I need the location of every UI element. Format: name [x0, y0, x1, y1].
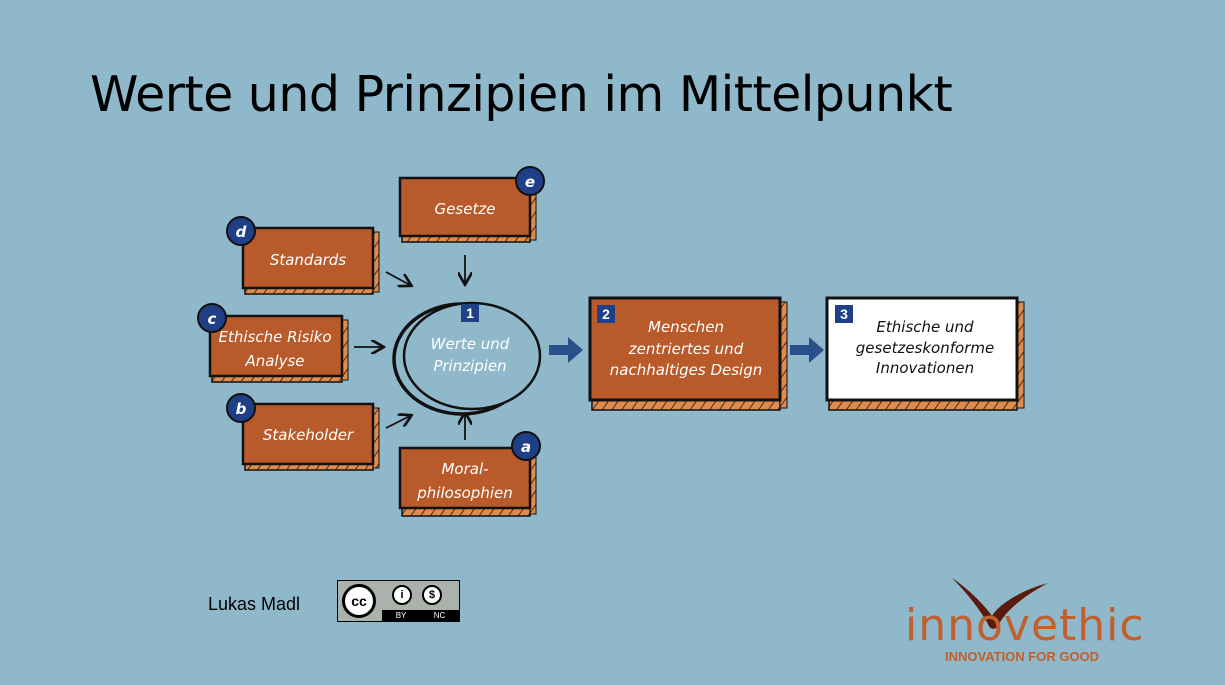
- noncommercial-icon: $: [422, 585, 442, 605]
- badge-b-text: b: [236, 400, 247, 418]
- logo-wordmark: innovethic: [905, 600, 1145, 651]
- step-2-box: 2 Menschen zentriertes und nachhaltiges …: [588, 296, 788, 411]
- label-philosophien: philosophien: [416, 484, 512, 502]
- center-values-principles: 1 Werte und Prinzipien: [392, 301, 542, 416]
- label-stakeholder: Stakeholder: [263, 426, 354, 444]
- cc-nc: NC: [433, 611, 446, 620]
- label-moral: Moral-: [441, 460, 488, 478]
- badge-d: [226, 216, 256, 246]
- label-werte-und: Werte und: [431, 335, 510, 353]
- flow-arrow-1-to-2: [549, 337, 583, 363]
- label-step2-line1: Menschen: [648, 318, 724, 336]
- author-name: Lukas Madl: [208, 594, 301, 614]
- badge-e-text: e: [525, 173, 535, 191]
- innovethic-logo: innovethic INNOVATION FOR GOOD: [900, 578, 1165, 668]
- badge-a-text: a: [521, 438, 531, 456]
- label-analyse: Analyse: [244, 352, 304, 370]
- label-standards: Standards: [270, 251, 347, 269]
- cc-icon: cc: [342, 584, 376, 618]
- number-1: 1: [466, 305, 474, 321]
- badge-d-text: d: [236, 223, 247, 241]
- input-box-standards: Standards d: [226, 216, 380, 295]
- cc-by: BY: [395, 611, 407, 620]
- input-box-moralphilosophien: Moral- philosophien a: [398, 431, 541, 517]
- number-badge-3: [835, 305, 853, 323]
- label-step2-line2: zentriertes und: [628, 340, 744, 358]
- badge-c: [197, 303, 227, 333]
- badge-e: [515, 166, 545, 196]
- flow-arrow-2-to-3: [790, 337, 824, 363]
- input-box-ethische-risiko-analyse: Ethische Risiko Analyse c: [197, 303, 349, 383]
- bird-icon: [952, 578, 1048, 629]
- label-step2-line3: nachhaltiges Design: [610, 361, 763, 379]
- label-step3-line2: gesetzeskonforme: [856, 339, 994, 357]
- slide-title: Werte und Prinzipien im Mittelpunkt: [90, 66, 953, 123]
- logo-tagline: INNOVATION FOR GOOD: [945, 649, 1100, 664]
- label-step3-line3: Innovationen: [876, 359, 974, 377]
- cc-license-badge[interactable]: cc i $ BY NC: [337, 580, 460, 622]
- number-2: 2: [602, 306, 610, 322]
- badge-b: [226, 393, 256, 423]
- attribution-icon: i: [392, 585, 412, 605]
- label-gesetze: Gesetze: [435, 200, 496, 218]
- step-3-box: 3 Ethische und gesetzeskonforme Innovati…: [825, 296, 1025, 411]
- badge-c-text: c: [208, 310, 217, 328]
- input-box-stakeholder: Stakeholder b: [226, 393, 380, 471]
- arrow-standards: [385, 271, 410, 285]
- input-arrows: [354, 255, 465, 440]
- number-3: 3: [840, 306, 848, 322]
- label-prinzipien: Prinzipien: [433, 357, 506, 375]
- number-badge-1: [461, 304, 479, 322]
- label-step3-line1: Ethische und: [876, 318, 974, 336]
- arrow-stakeholder: [385, 416, 410, 429]
- number-badge-2: [597, 305, 615, 323]
- badge-a: [511, 431, 541, 461]
- input-box-gesetze: Gesetze e: [398, 166, 545, 243]
- label-ethische-risiko: Ethische Risiko: [218, 328, 331, 346]
- cc-terms: BY NC: [382, 610, 459, 621]
